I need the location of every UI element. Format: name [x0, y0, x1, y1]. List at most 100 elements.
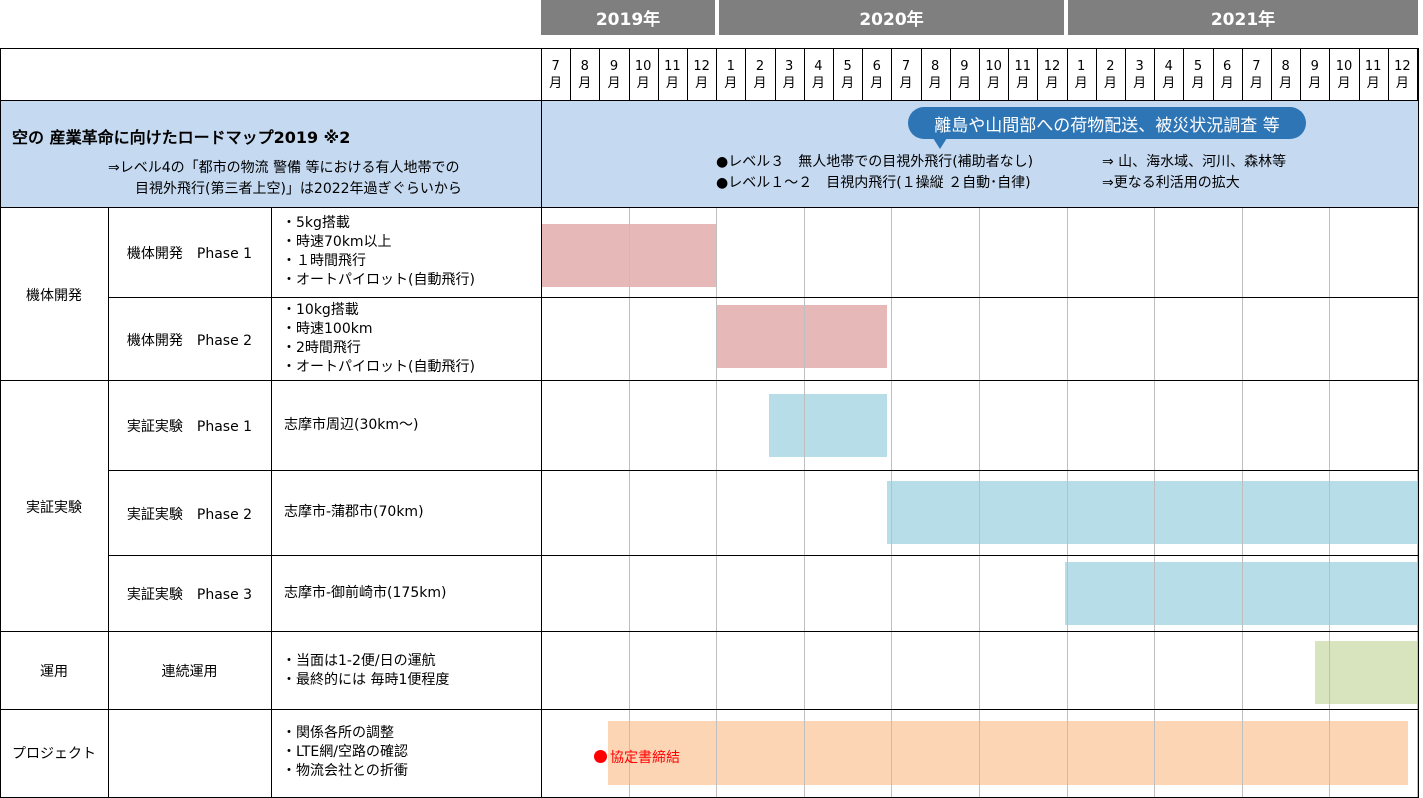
grid-line — [1329, 48, 1330, 101]
desc-kitai-phase2: ・10kg搭載 ・時速100km ・2時間飛行 ・オートパイロット(自動飛行) — [282, 301, 475, 377]
month-suffix: 月 — [724, 76, 738, 91]
desc-jissho-phase3: 志摩市-御前崎市(175km) — [284, 584, 446, 603]
gantt-bar — [541, 224, 717, 287]
month-number: 1 — [1077, 59, 1086, 74]
banner-title: 空の 産業革命に向けたロードマップ2019 ※2 — [12, 128, 351, 147]
level3-text: ●レベル３ 無人地帯での目視外飛行(補助者なし) — [716, 154, 1034, 170]
year-header-2019: 2019年 — [541, 0, 715, 35]
grid-line — [0, 48, 1, 798]
task-label: 機体開発 Phase 2 — [126, 332, 253, 349]
gantt-bar — [887, 481, 1417, 544]
desc-jissho-phase2: 志摩市-蒲郡市(70km) — [284, 503, 424, 522]
grid-line — [1359, 48, 1360, 101]
grid-line — [891, 48, 892, 101]
grid-line — [775, 48, 776, 101]
grid-line — [1417, 208, 1418, 798]
category-label: 機体開発 — [26, 287, 82, 304]
month-number: 11 — [1364, 59, 1382, 74]
year-label: 2021年 — [1210, 10, 1276, 30]
grid-line — [108, 555, 1419, 556]
year-label: 2020年 — [859, 10, 924, 30]
desc-line: ・5kg搭載 — [282, 215, 350, 231]
month-number: 6 — [872, 59, 881, 74]
category-label: プロジェクト — [12, 746, 96, 762]
banner-note-line2: 目視外飛行(第三者上空)」は2022年過ぎぐらいから — [135, 181, 462, 197]
task-continuous-ops: 連続運用 — [108, 632, 271, 710]
desc-line: ・10kg搭載 — [282, 302, 359, 318]
grid-line — [0, 207, 1419, 208]
grid-line — [891, 208, 892, 798]
task-kitai-phase1: 機体開発 Phase 1 — [108, 208, 271, 298]
year-header-2020: 2020年 — [719, 0, 1064, 35]
desc-kitai-phase1: ・5kg搭載 ・時速70km以上 ・１時間飛行 ・オートパイロット(自動飛行) — [282, 214, 475, 290]
callout-pointer — [933, 138, 947, 149]
month-cell: 12 月 — [1037, 58, 1066, 92]
month-number: 2 — [755, 59, 765, 74]
month-number: 10 — [634, 59, 652, 74]
desc-line: ・関係各所の調整 — [282, 725, 394, 741]
task-jissho-phase1: 実証実験 Phase 1 — [108, 381, 271, 471]
month-suffix: 月 — [1045, 76, 1059, 91]
month-number: 9 — [609, 59, 619, 74]
category-jissho: 実証実験 — [0, 381, 108, 632]
grid-line — [687, 48, 688, 101]
grid-line — [1300, 48, 1301, 101]
gantt-bar — [608, 721, 1409, 785]
month-number: 12 — [1043, 59, 1061, 74]
month-suffix: 月 — [1249, 76, 1263, 91]
month-suffix: 月 — [636, 76, 650, 91]
month-suffix: 月 — [928, 76, 942, 91]
month-number: 8 — [931, 59, 940, 74]
month-suffix: 月 — [782, 76, 796, 91]
grid-line — [745, 48, 746, 101]
task-label: 実証実験 Phase 1 — [126, 419, 253, 435]
month-suffix: 月 — [578, 76, 592, 91]
desc-line: ・１時間飛行 — [282, 253, 366, 269]
desc-line: ・最終的には 毎時1便程度 — [282, 672, 450, 688]
desc-continuous-ops: ・当面は1-2便/日の運航 ・最終的には 毎時1便程度 — [282, 652, 449, 690]
month-suffix: 月 — [1191, 76, 1205, 91]
month-suffix: 月 — [1103, 76, 1117, 91]
month-number: 11 — [664, 59, 681, 74]
month-suffix: 月 — [987, 76, 1001, 91]
grid-line — [979, 48, 980, 101]
grid-line — [862, 48, 863, 101]
month-suffix: 月 — [1074, 76, 1088, 91]
desc-line: ・オートパイロット(自動飛行) — [282, 359, 475, 375]
task-label: 実証実験 Phase 3 — [126, 587, 253, 603]
gantt-bar — [716, 305, 887, 368]
milestone-dot — [594, 750, 607, 763]
month-number: 4 — [814, 59, 823, 74]
grid-line — [804, 48, 805, 101]
task-jissho-phase2: 実証実験 Phase 2 — [108, 471, 271, 556]
month-number: 12 — [693, 59, 710, 74]
month-suffix: 月 — [1337, 76, 1351, 91]
grid-line — [1008, 48, 1009, 101]
month-suffix: 月 — [549, 76, 563, 91]
grid-line — [1242, 48, 1243, 101]
desc-line: ・オートパイロット(自動飛行) — [282, 272, 475, 288]
month-number: 1 — [726, 59, 735, 74]
level12-arrow-text: ⇒更なる利活用の拡大 — [1102, 175, 1240, 191]
desc-line: 志摩市-蒲郡市(70km) — [284, 504, 424, 520]
banner-note-line1: ⇒レベル4の「都市の物流 警備 等における有人地帯での — [108, 160, 460, 176]
level12-text: ●レベル１～２ 目視内飛行(１操縦 ２自動･自律) — [716, 175, 1031, 191]
callout-text: 離島や山間部への荷物配送、被災状況調査 等 — [934, 115, 1280, 136]
month-number: 6 — [1223, 59, 1232, 74]
grid-line — [629, 48, 630, 101]
category-project: プロジェクト — [0, 710, 108, 796]
category-label: 実証実験 — [26, 499, 82, 516]
grid-line — [921, 48, 922, 101]
